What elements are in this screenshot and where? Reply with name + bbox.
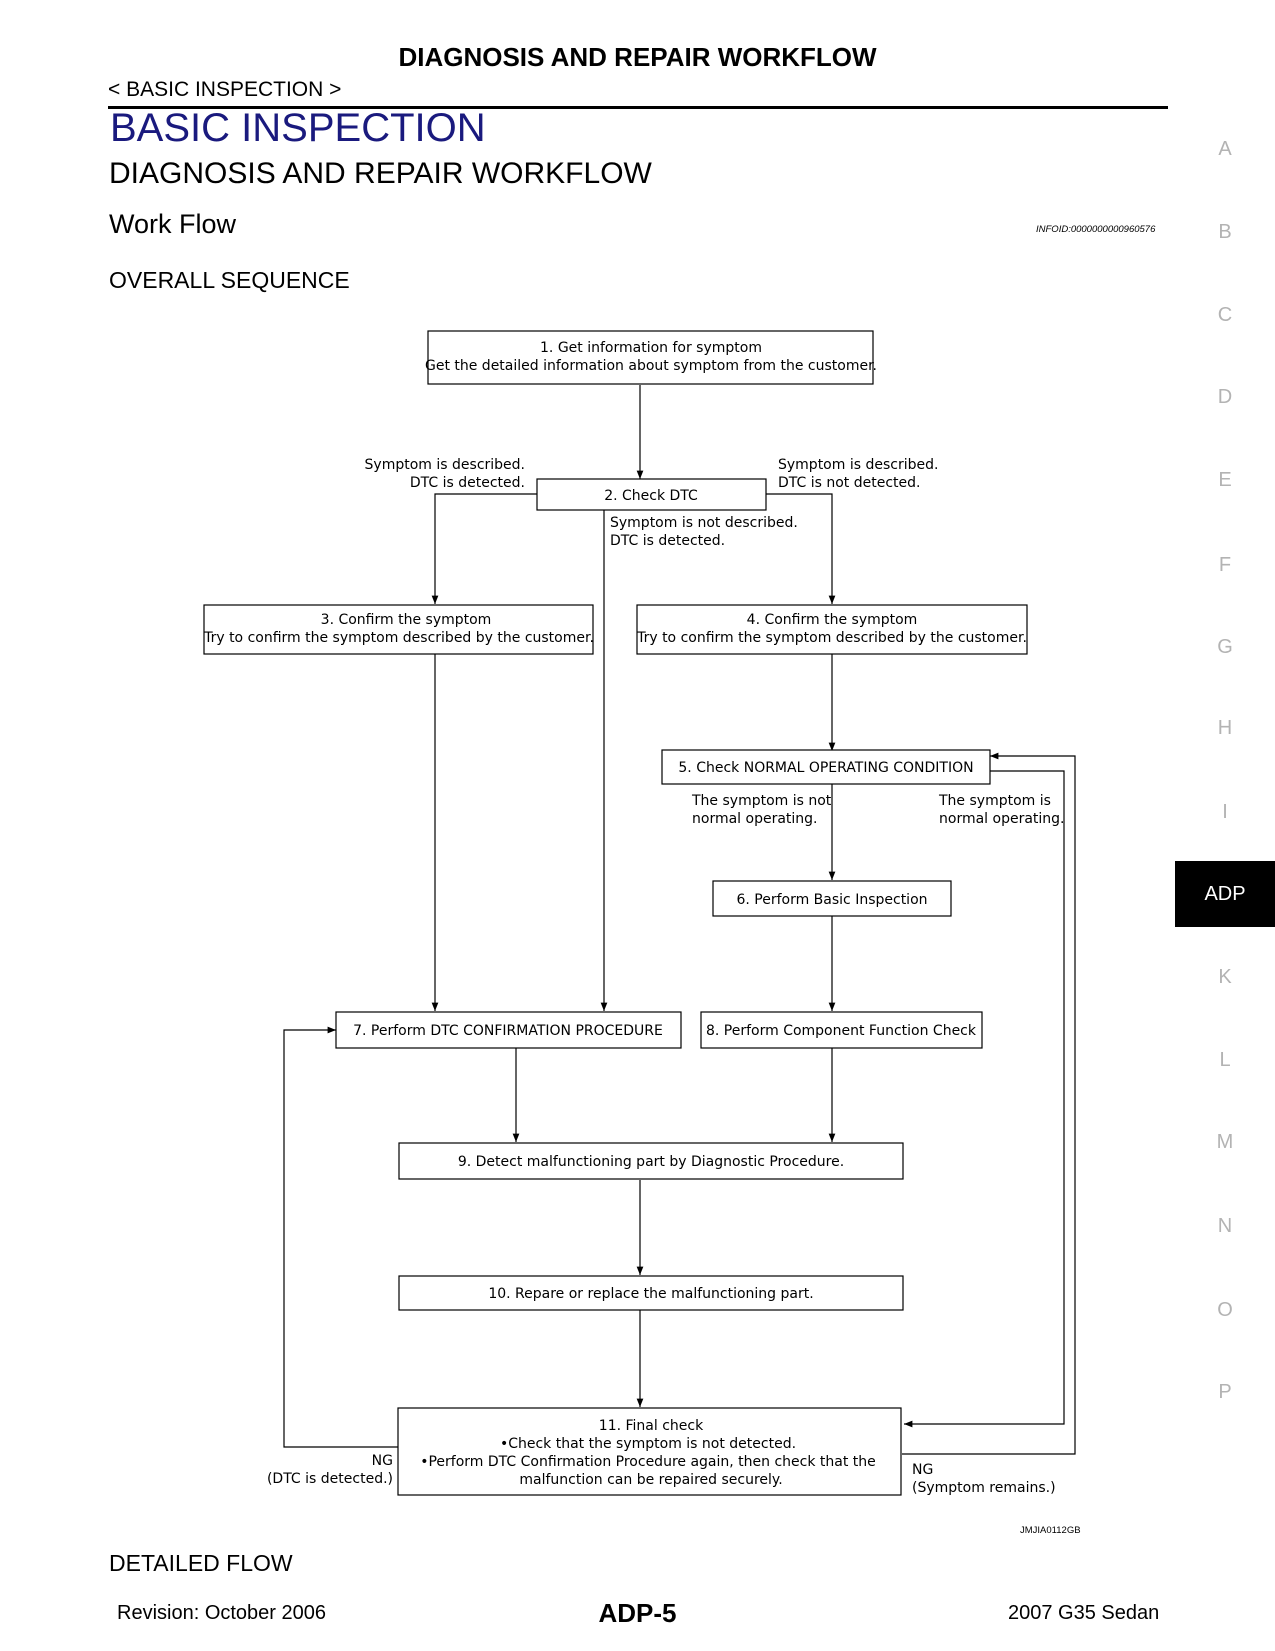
step-8-title: 8. Perform Component Function Check <box>706 1023 977 1039</box>
footer-model: 2007 G35 Sedan <box>1008 1602 1160 1624</box>
footer-revision: Revision: October 2006 <box>117 1602 327 1624</box>
tab-p[interactable]: P <box>1218 1381 1232 1403</box>
step-9-box: 9. Detect malfunctioning part by Diagnos… <box>398 1142 904 1180</box>
step-11-box: 11. Final check •Check that the symptom … <box>397 1407 902 1496</box>
tab-i[interactable]: I <box>1222 801 1228 823</box>
step-3-desc: Try to confirm the symptom described by … <box>203 630 594 646</box>
step-5-box: 5. Check NORMAL OPERATING CONDITION <box>661 749 991 785</box>
step-4-title: 4. Confirm the symptom <box>747 612 918 628</box>
tab-o[interactable]: O <box>1217 1299 1233 1321</box>
step-3-box: 3. Confirm the symptom Try to confirm th… <box>203 604 594 655</box>
page-header-title: DIAGNOSIS AND REPAIR WORKFLOW <box>398 42 877 72</box>
step-6-box: 6. Perform Basic Inspection <box>712 880 952 917</box>
step-1-box: 1. Get information for symptom Get the d… <box>425 330 877 385</box>
label-right-top-2: DTC is not detected. <box>778 475 921 491</box>
step-7-box: 7. Perform DTC CONFIRMATION PROCEDURE <box>335 1011 682 1049</box>
label-ng-right-2: (Symptom remains.) <box>912 1480 1056 1496</box>
step-7-title: 7. Perform DTC CONFIRMATION PROCEDURE <box>353 1023 663 1039</box>
label-normal-2: normal operating. <box>939 811 1065 827</box>
detailed-flow-heading: DETAILED FLOW <box>109 1550 293 1576</box>
workflow-flowchart: 1. Get information for symptom Get the d… <box>203 330 1076 1496</box>
label-ng-right-1: NG <box>912 1462 933 1478</box>
step-10-title: 10. Repare or replace the malfunctioning… <box>488 1286 813 1302</box>
tab-m[interactable]: M <box>1216 1131 1234 1153</box>
footer-page-number: ADP-5 <box>598 1598 677 1628</box>
tab-k[interactable]: K <box>1218 966 1232 988</box>
tab-b[interactable]: B <box>1218 221 1232 243</box>
section-breadcrumb: < BASIC INSPECTION > <box>108 78 342 101</box>
tab-c[interactable]: C <box>1217 304 1233 326</box>
step-8-box: 8. Perform Component Function Check <box>700 1011 983 1049</box>
tab-adp[interactable]: ADP <box>1175 861 1275 927</box>
label-right-top-1: Symptom is described. <box>778 457 938 473</box>
section-tab-strip: A B C D E F G H I ADP K L M N O P <box>1175 0 1275 1651</box>
tab-l[interactable]: L <box>1219 1049 1231 1071</box>
label-not-normal-2: normal operating. <box>692 811 818 827</box>
info-id: INFOID:0000000000960576 <box>1036 224 1156 235</box>
tab-e[interactable]: E <box>1218 469 1232 491</box>
step-4-box: 4. Confirm the symptom Try to confirm th… <box>636 604 1028 655</box>
step-11-line-2: •Check that the symptom is not detected. <box>500 1436 796 1452</box>
step-5-title: 5. Check NORMAL OPERATING CONDITION <box>678 760 973 776</box>
label-ng-left-1: NG <box>372 1453 393 1469</box>
section-title: BASIC INSPECTION <box>110 106 486 150</box>
label-left-top-1: Symptom is described. <box>365 457 525 473</box>
header-divider <box>108 106 1168 109</box>
branch-labels: Symptom is described. DTC is detected. S… <box>267 457 1065 1496</box>
step-1-desc: Get the detailed information about sympt… <box>425 358 877 374</box>
step-6-title: 6. Perform Basic Inspection <box>736 892 927 908</box>
tab-a[interactable]: A <box>1218 138 1232 160</box>
step-1-title: 1. Get information for symptom <box>540 340 762 356</box>
overall-sequence-heading: OVERALL SEQUENCE <box>109 267 350 293</box>
label-mid-1: Symptom is not described. <box>610 515 798 531</box>
label-normal-1: The symptom is <box>938 793 1051 809</box>
tab-f[interactable]: F <box>1218 554 1232 576</box>
work-flow-heading: Work Flow <box>109 209 237 239</box>
tab-g[interactable]: G <box>1217 636 1233 658</box>
step-3-title: 3. Confirm the symptom <box>321 612 492 628</box>
step-4-desc: Try to confirm the symptom described by … <box>636 630 1027 646</box>
tab-n[interactable]: N <box>1217 1215 1233 1237</box>
step-10-box: 10. Repare or replace the malfunctioning… <box>398 1275 904 1311</box>
step-2-title: 2. Check DTC <box>604 488 698 504</box>
figure-id: JMJIA0112GB <box>1020 1525 1081 1536</box>
step-11-line-4: malfunction can be repaired securely. <box>519 1472 782 1488</box>
step-2-box: 2. Check DTC <box>536 478 767 511</box>
tab-d[interactable]: D <box>1217 386 1233 408</box>
section-subtitle: DIAGNOSIS AND REPAIR WORKFLOW <box>109 157 652 190</box>
label-left-top-2: DTC is detected. <box>410 475 525 491</box>
step-11-line-3: •Perform DTC Confirmation Procedure agai… <box>420 1454 876 1470</box>
step-9-title: 9. Detect malfunctioning part by Diagnos… <box>458 1154 844 1170</box>
flow-connectors <box>283 385 1076 1455</box>
tab-h[interactable]: H <box>1217 717 1233 739</box>
label-mid-2: DTC is detected. <box>610 533 725 549</box>
label-not-normal-1: The symptom is not <box>691 793 832 809</box>
step-11-title: 11. Final check <box>599 1418 704 1434</box>
label-ng-left-2: (DTC is detected.) <box>267 1471 393 1487</box>
